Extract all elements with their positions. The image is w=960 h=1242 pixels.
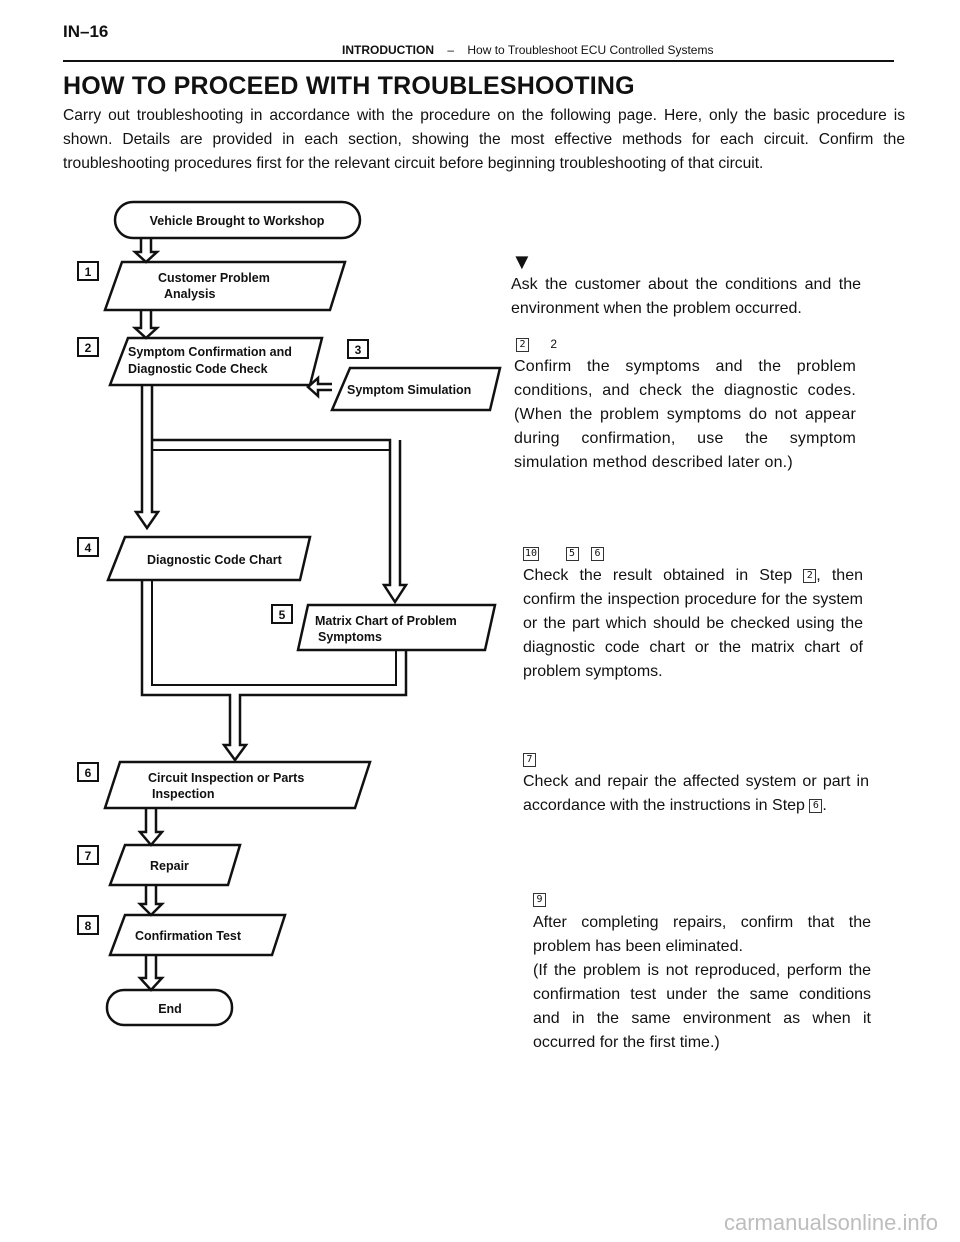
note-2-extra: 2: [550, 337, 558, 351]
note-5-text-b: (If the problem is not reproduced, perfo…: [533, 962, 871, 1051]
arrow-down-icon: [131, 310, 161, 340]
arrow-down-icon: [131, 238, 161, 264]
step-4-label: Diagnostic Code Chart: [147, 553, 283, 567]
step-6-label-2: Inspection: [152, 787, 215, 801]
subsection-name: How to Troubleshoot ECU Controlled Syste…: [467, 43, 714, 57]
step-2-number: 2: [85, 341, 92, 355]
step-4-number: 4: [85, 541, 92, 555]
note-4: Check and repair the affected system or …: [523, 770, 869, 818]
note-3-text-b: , then confirm the inspection procedure …: [523, 567, 863, 680]
step-1-number: 1: [85, 265, 92, 279]
step-6-label: Circuit Inspection or Parts: [148, 771, 304, 785]
step-symbol: 10: [523, 546, 540, 561]
step-6-box: [103, 760, 372, 810]
step-4-box: [106, 535, 312, 582]
step-symbol: 5: [565, 546, 579, 561]
step-7-label: Repair: [150, 859, 189, 873]
step-7-number: 7: [85, 849, 92, 863]
step-8-label: Confirmation Test: [135, 929, 242, 943]
step-1-label: Customer Problem: [158, 271, 270, 285]
page-number: IN–16: [63, 22, 109, 41]
note-4-text-a: Check and repair the affected system or …: [523, 773, 869, 814]
end-label: End: [158, 1002, 182, 1016]
step-2-label-2: Diagnostic Code Check: [128, 362, 268, 376]
step-symbol: 2: [803, 568, 817, 583]
step-5-number: 5: [279, 608, 286, 622]
step-5-label-2: Symptoms: [318, 630, 382, 644]
step-symbol: 2: [516, 337, 529, 352]
note-2-symbols: 2 2: [516, 332, 861, 356]
note-3-text-a: Check the result obtained in Step: [523, 567, 793, 584]
note-1: Ask the customer about the conditions an…: [511, 276, 861, 317]
section-name: INTRODUCTION: [342, 43, 434, 57]
arrow-down-icon: [137, 808, 165, 847]
step-8-box: [108, 913, 287, 957]
page-title: HOW TO PROCEED WITH TROUBLESHOOTING: [63, 72, 635, 100]
arrow-down-icon: [136, 885, 166, 917]
note-1-marker: ▼: [511, 249, 533, 274]
note-2: Confirm the symptoms and the problem con…: [514, 358, 856, 471]
watermark: carmanualsonline.info: [723, 1210, 938, 1235]
step-symbol: 6: [809, 798, 823, 813]
header-separator: –: [447, 43, 455, 57]
note-3-symbols: 10 5 6: [523, 542, 863, 566]
intro-paragraph: Carry out troubleshooting in accordance …: [63, 107, 905, 172]
step-symbol: 9: [533, 892, 546, 907]
arrow-down-icon: [137, 955, 165, 992]
start-terminal: [113, 200, 362, 240]
step-6-number: 6: [85, 766, 92, 780]
start-label: Vehicle Brought to Workshop: [150, 214, 325, 228]
step-2-label: Symptom Confirmation and: [128, 345, 292, 359]
note-5-text-a: After completing repairs, confirm that t…: [533, 914, 871, 955]
note-4-text-b: .: [822, 797, 827, 814]
step-3-box: [330, 366, 502, 412]
step-symbol: 6: [590, 546, 604, 561]
end-terminal: [105, 988, 234, 1027]
arrow-left-icon: [306, 375, 332, 399]
note-5: After completing repairs, confirm that t…: [533, 911, 871, 1055]
pipe-to-step-4: [133, 385, 161, 531]
step-8-number: 8: [85, 919, 92, 933]
step-3-label: Symptom Simulation: [347, 383, 471, 397]
step-3-number: 3: [355, 343, 362, 357]
header-rule: [63, 60, 894, 62]
step-symbol: 7: [523, 752, 536, 767]
troubleshooting-flowchart: Vehicle Brought to Workshop Customer Pro…: [77, 200, 502, 1027]
pipe-to-step-5: [152, 438, 409, 605]
step-5-label: Matrix Chart of Problem: [315, 614, 457, 628]
step-1-box: [103, 260, 347, 312]
note-4-symbols: 7: [523, 748, 863, 772]
running-header: INTRODUCTION – How to Troubleshoot ECU C…: [342, 43, 713, 57]
step-7-box: [108, 843, 242, 887]
step-1-label-2: Analysis: [164, 287, 215, 301]
step-5-box: [296, 603, 497, 652]
merge-to-step-6: [140, 580, 408, 763]
note-3: Check the result obtained in Step 2, the…: [523, 564, 863, 684]
note-5-symbols: 9: [533, 888, 871, 912]
